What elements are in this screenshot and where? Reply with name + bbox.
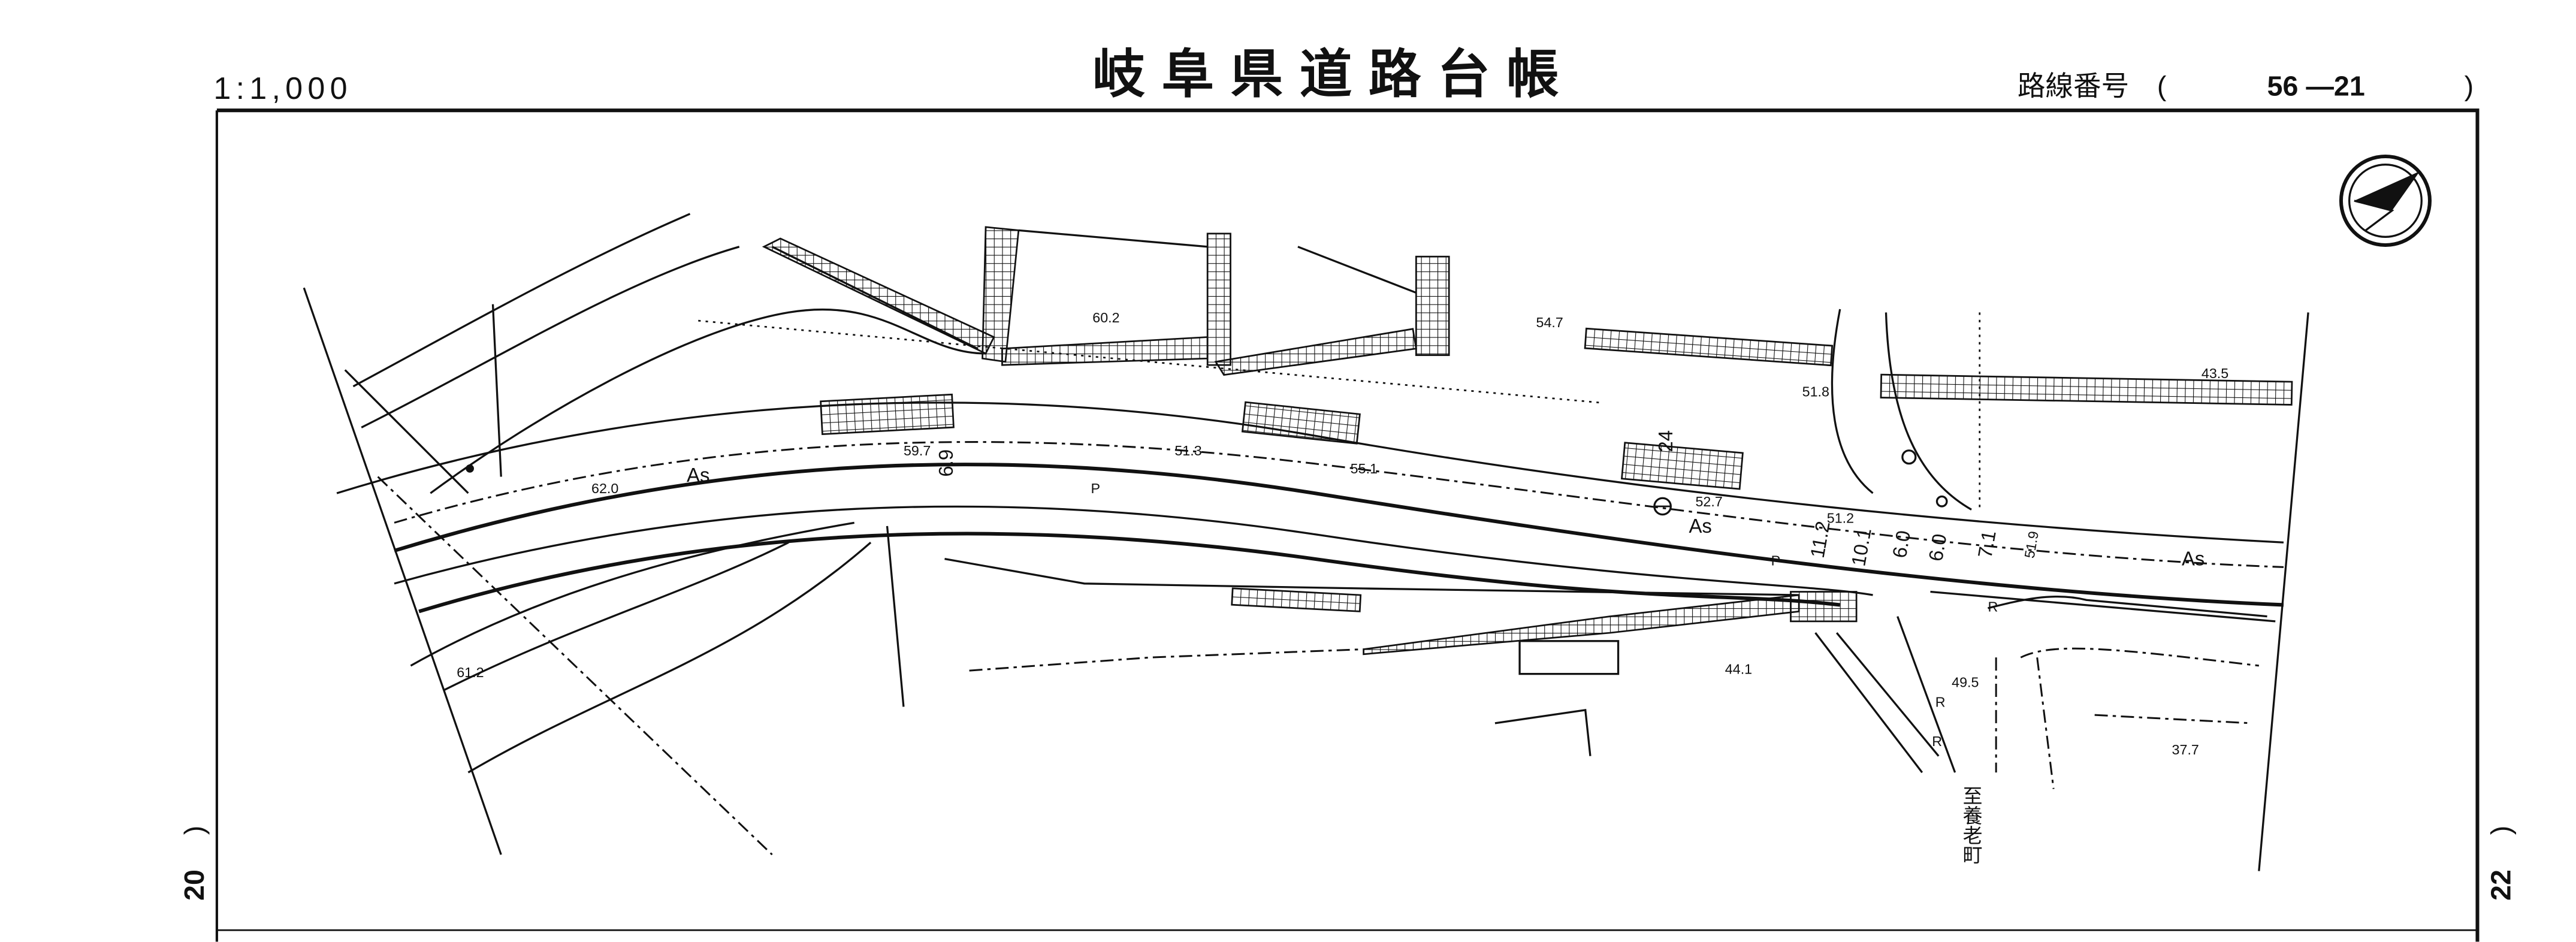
- road-width-labels: 6.9 11.2 10.1 6.0 6.0 7.1 24: [935, 430, 2000, 568]
- elevation: 51.2: [1827, 510, 1854, 526]
- elevation: 37.7: [2172, 742, 2199, 757]
- elevation: 59.7: [904, 443, 931, 458]
- r-label: R: [1932, 733, 1942, 749]
- elevation: 49.5: [1952, 675, 1979, 690]
- adjacent-sheet-right[interactable]: 22 ): [2485, 826, 2516, 901]
- elevation: 52.7: [1695, 494, 1722, 509]
- elevation: 51.3: [1174, 443, 1201, 458]
- elevation: 60.2: [1092, 310, 1119, 325]
- surface-label: As: [687, 464, 709, 486]
- route-paren-close: ): [2465, 71, 2474, 102]
- width-label: 6.0: [1924, 532, 1950, 563]
- main-road: [336, 401, 2284, 667]
- svg-text:20: 20: [179, 869, 210, 901]
- width-label: 10.1: [1847, 526, 1876, 567]
- map-scale: 1:1,000: [213, 71, 352, 106]
- map-frame: [216, 108, 2480, 942]
- route-number: 56 —21: [2267, 71, 2365, 102]
- route-paren-open: (: [2157, 71, 2167, 102]
- elevation: 51.8: [1802, 384, 1829, 399]
- r-label: R: [1935, 694, 1946, 709]
- elevation: 51.9: [2022, 530, 2042, 559]
- width-label: 6.9: [935, 449, 957, 477]
- map-symbols: [466, 449, 1948, 516]
- surface-label: As: [1689, 515, 1711, 537]
- width-label: 6.0: [1888, 529, 1914, 559]
- svg-text:): ): [2485, 826, 2516, 835]
- contour-lines: [344, 213, 2267, 856]
- direction-label: 至養老町: [1961, 786, 1983, 865]
- sheet-boundary-right: [2258, 312, 2309, 871]
- route-label: 路線番号: [2018, 71, 2129, 102]
- r-label: R: [1988, 599, 1998, 614]
- width-label: 7.1: [1973, 529, 2000, 559]
- sheet-boundary-left: [303, 287, 502, 855]
- width-label: 24: [1654, 430, 1677, 452]
- retaining-walls: [762, 226, 2293, 656]
- elevation: 54.7: [1536, 315, 1563, 330]
- elevation: 44.1: [1725, 662, 1752, 677]
- svg-text:): ): [179, 826, 210, 835]
- north-arrow-icon: [2339, 154, 2432, 247]
- svg-text:22: 22: [2485, 869, 2516, 901]
- width-label: 11.2: [1806, 520, 1834, 560]
- surface-label: As: [2182, 548, 2204, 570]
- parking-label: P: [1091, 481, 1100, 496]
- adjacent-sheet-left[interactable]: 20 ): [179, 826, 210, 901]
- elevation: 43.5: [2201, 366, 2228, 381]
- parking-label: P: [1771, 553, 1781, 569]
- page-title: 岐阜県道路台帳: [1092, 45, 1575, 104]
- elevation-labels: 60.2 54.7 43.5 59.7 51.3 55.1 62.0 52.7 …: [457, 310, 2228, 757]
- elevation: 62.0: [591, 481, 618, 496]
- elevation: 55.1: [1351, 461, 1378, 476]
- elevation: 61.2: [457, 665, 484, 680]
